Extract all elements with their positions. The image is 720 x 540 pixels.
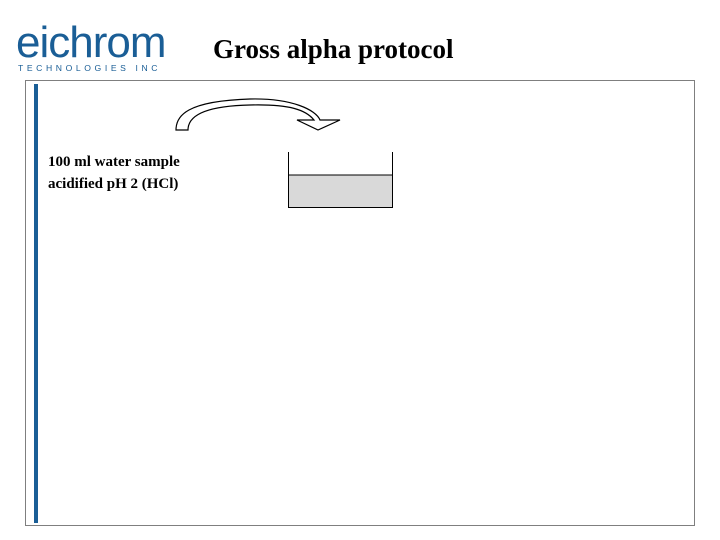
sample-label-line1: 100 ml water sample: [48, 154, 180, 170]
beaker-outline: [288, 152, 393, 208]
slide-title: Gross alpha protocol: [213, 34, 454, 64]
beaker-liquid: [288, 175, 393, 207]
sample-label-line2: acidified pH 2 (HCl): [48, 176, 179, 192]
eichrom-logo: eichrom TECHNOLOGIES INC: [14, 18, 174, 74]
logo-subtitle: TECHNOLOGIES INC: [18, 63, 162, 73]
frame-accent-bar: [34, 84, 38, 523]
logo-wordmark: eichrom: [16, 18, 166, 67]
sample-label: 100 ml water sample acidified pH 2 (HCl): [48, 151, 180, 195]
content-frame: [25, 80, 695, 526]
beaker-icon: [288, 152, 393, 208]
curved-arrow-icon: [175, 98, 341, 131]
